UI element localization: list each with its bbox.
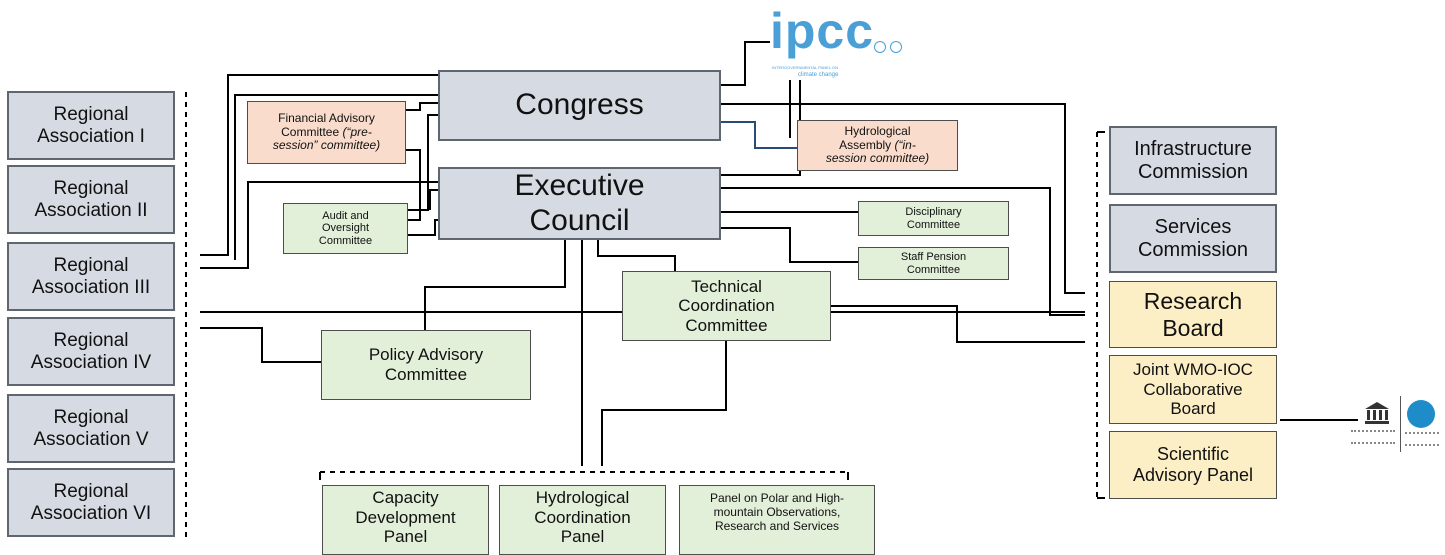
hydrological-assembly-box: Hydrological Assembly (“in- session comm… [797, 120, 958, 171]
joint-board-line3: Board [1170, 399, 1216, 419]
technical-coordination-committee-box: Technical Coordination Committee [622, 271, 831, 341]
ipcc-logo: ipcc INTERGOVERNMENTAL PANEL ON climate … [770, 3, 910, 88]
hydro-panel-line1: Hydrological [535, 488, 630, 507]
research-board-box: Research Board [1109, 281, 1277, 348]
tcc-line1: Technical [691, 276, 762, 296]
services-line2: Commission [1137, 238, 1249, 261]
staff-pension-committee-box: Staff Pension Committee [858, 247, 1009, 280]
audit-line2: Oversight [321, 222, 370, 235]
capacity-development-panel-box: Capacity Development Panel [322, 485, 489, 555]
ioc-emblem-icon [1407, 400, 1435, 428]
polar-panel-box: Panel on Polar and High- mountain Observ… [679, 485, 875, 555]
research-board-line2: Board [1162, 314, 1224, 341]
unesco-small-text-icon [1351, 430, 1395, 444]
policy-advisory-line2: Committee [384, 365, 468, 384]
ipcc-tagline-2: climate change [798, 72, 839, 78]
regional-association-4-box: Regional Association IV [7, 317, 175, 386]
ra1-line2: Association I [37, 125, 145, 147]
joint-wmo-ioc-board-box: Joint WMO-IOC Collaborative Board [1109, 355, 1277, 424]
regional-association-2-box: Regional Association II [7, 165, 175, 234]
services-commission-box: Services Commission [1109, 204, 1277, 273]
capacity-line3: Panel [383, 527, 428, 547]
hydrological-assembly-italic-a: (“in- [894, 137, 916, 152]
infrastructure-line1: Infrastructure [1134, 137, 1252, 160]
ra5-line2: Association V [33, 428, 149, 450]
joint-board-line1: Joint WMO-IOC [1133, 360, 1253, 380]
joint-board-line2: Collaborative [1143, 379, 1243, 399]
regional-association-6-box: Regional Association VI [7, 468, 175, 537]
executive-council-box: Executive Council [438, 167, 721, 240]
ra4-line1: Regional [53, 329, 129, 351]
disciplinary-committee-box: Disciplinary Committee [858, 201, 1009, 236]
ipcc-wordmark: ipcc [770, 3, 875, 59]
ra2-line1: Regional [53, 177, 129, 199]
capacity-line2: Development [355, 507, 456, 527]
financial-advisory-committee-box: Financial Advisory Committee (“pre- sess… [247, 101, 406, 164]
research-board-line1: Research [1143, 288, 1243, 315]
ra5-line1: Regional [53, 406, 129, 428]
hydrological-assembly-line1: Hydrological [844, 123, 911, 138]
tcc-line3: Committee [685, 315, 768, 335]
scientific-advisory-panel-box: Scientific Advisory Panel [1109, 431, 1277, 499]
ioc-small-text-icon [1405, 432, 1439, 446]
regional-association-1-box: Regional Association I [7, 91, 175, 160]
audit-oversight-committee-box: Audit and Oversight Committee [283, 203, 408, 254]
ra4-line2: Association IV [30, 351, 152, 373]
unep-emblem-icon [890, 41, 902, 53]
unesco-temple-icon [1365, 402, 1389, 424]
services-line1: Services [1154, 215, 1232, 238]
executive-council-line2: Council [529, 203, 630, 237]
executive-council-line1: Executive [514, 169, 645, 202]
hydrological-coordination-panel-box: Hydrological Coordination Panel [499, 485, 666, 555]
disciplinary-line1: Disciplinary [905, 205, 962, 218]
tcc-line2: Coordination [678, 296, 775, 316]
ra1-line1: Regional [53, 103, 129, 125]
ra3-line1: Regional [53, 254, 129, 276]
ra2-line2: Association II [34, 199, 148, 221]
audit-line3: Committee [318, 234, 373, 247]
policy-advisory-line1: Policy Advisory [368, 345, 484, 365]
policy-advisory-committee-box: Policy Advisory Committee [321, 330, 531, 400]
staff-pension-line2: Committee [906, 263, 961, 276]
congress-box: Congress [438, 70, 721, 141]
financial-advisory-italic-b: session” committee) [272, 138, 381, 153]
financial-advisory-line1: Financial Advisory [278, 110, 375, 125]
ra3-line2: Association III [31, 276, 151, 298]
regional-association-3-box: Regional Association III [7, 242, 175, 311]
infrastructure-commission-box: Infrastructure Commission [1109, 126, 1277, 195]
disciplinary-line2: Committee [906, 218, 961, 231]
ra6-line1: Regional [53, 480, 129, 502]
hydro-panel-line2: Coordination [534, 507, 631, 527]
scientific-panel-line2: Advisory Panel [1132, 465, 1254, 485]
logo-divider [1400, 396, 1401, 452]
financial-advisory-italic-a: (“pre- [342, 124, 372, 139]
audit-line1: Audit and [322, 209, 369, 222]
regional-association-5-box: Regional Association V [7, 394, 175, 463]
polar-line2: mountain Observations, [713, 504, 841, 519]
congress-label: Congress [515, 88, 644, 122]
hydrological-assembly-line2: Assembly [839, 137, 895, 152]
ra6-line2: Association VI [30, 502, 152, 524]
wmo-emblem-icon [874, 41, 886, 53]
scientific-panel-line1: Scientific [1156, 444, 1230, 465]
polar-line3: Research and Services [714, 518, 840, 533]
capacity-line1: Capacity [372, 488, 439, 507]
financial-advisory-line2: Committee [281, 124, 343, 139]
infrastructure-line2: Commission [1137, 160, 1249, 183]
hydro-panel-line3: Panel [560, 527, 605, 547]
staff-pension-line1: Staff Pension [900, 250, 967, 263]
hydrological-assembly-italic-b: session committee) [825, 151, 930, 166]
ipcc-tagline-1: INTERGOVERNMENTAL PANEL ON [772, 65, 839, 70]
polar-line1: Panel on Polar and High- [709, 491, 845, 505]
unesco-ioc-logo [1345, 396, 1445, 456]
